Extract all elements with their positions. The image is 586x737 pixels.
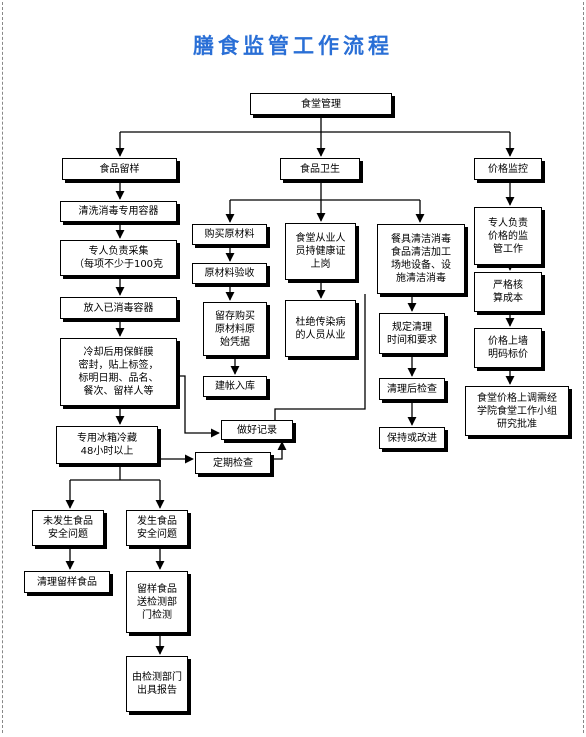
node-food-sample: 食品留样 [62, 158, 177, 180]
node-food-hygiene: 食品卫生 [280, 158, 360, 180]
node-build-ledger: 建帐入库 [203, 376, 267, 397]
node-issue: 发生食品 安全问题 [126, 510, 188, 546]
page-title: 膳食监管工作流程 [193, 33, 393, 58]
node-no-disease: 杜绝传染病 的人员从业 [285, 300, 356, 357]
node-price-control: 价格监控 [474, 158, 542, 180]
node-tableware-clean: 餐具清洁消毒 食品清洁加工 场地设备、设 施清洁消毒 [377, 224, 465, 294]
node-report: 由检测部门 出具报告 [126, 656, 188, 712]
node-clear-sample: 清理留样食品 [24, 571, 110, 593]
node-cool-wrap: 冷却后用保鲜膜 密封，贴上标签， 标明日期、品名、 餐次、留样人等 [60, 338, 177, 406]
node-price-adjust: 食堂价格上调需经 学院食堂工作小组 研究批准 [465, 386, 569, 436]
node-clean-container: 清洗消毒专用容器 [60, 201, 177, 222]
node-post-clean-check: 清理后检查 [379, 378, 445, 400]
node-price-wall: 价格上墙 明码标价 [474, 328, 542, 368]
node-price-person: 专人负责 价格的监 管工作 [474, 207, 542, 265]
node-inspect-material: 原材料验收 [192, 263, 267, 284]
node-root: 食堂管理 [250, 93, 392, 115]
node-clean-rules: 规定清理 时间和要求 [379, 313, 445, 354]
connector-10 [177, 375, 220, 438]
node-put-container: 放入已消毒容器 [60, 297, 177, 319]
connector-12 [271, 441, 287, 460]
node-fridge: 专用冰箱冷藏 48小时以上 [56, 426, 158, 464]
node-person-collect: 专人负责采集 （每项不少于100克 [60, 240, 177, 276]
node-keep-voucher: 留存购买 原材料原 始凭据 [203, 302, 267, 356]
node-periodic-check: 定期检查 [195, 452, 271, 474]
node-no-issue: 未发生食品 安全问题 [32, 510, 104, 546]
node-maintain: 保持或改进 [379, 427, 445, 449]
node-record: 做好记录 [221, 420, 293, 440]
node-staff-cert: 食堂从业人 员持健康证 上岗 [285, 223, 356, 280]
node-buy-material: 购买原材料 [192, 224, 267, 245]
node-send-sample: 留样食品 送检测部 门检测 [126, 571, 188, 633]
connector-32 [274, 294, 366, 420]
node-strict-cost: 严格核 算成本 [474, 272, 542, 312]
